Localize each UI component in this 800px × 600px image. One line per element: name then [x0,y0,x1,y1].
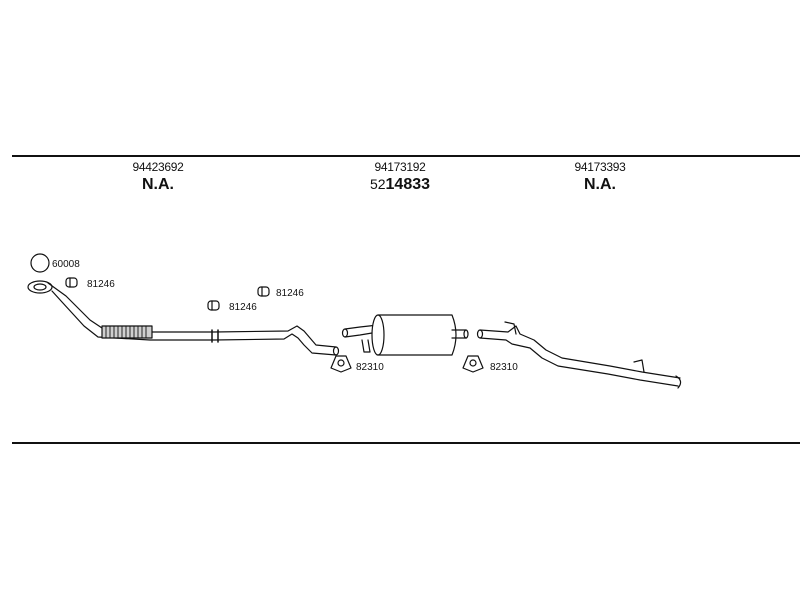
part-number: 94173192 [374,160,426,174]
rubber-mount-icon [462,355,484,373]
front-pipe [47,282,340,356]
label-clamp-1: 81246 [87,279,115,290]
bottom-divider [12,442,800,444]
column-front-pipe: 94423692 N.A. [68,160,248,194]
label-mount-1: 82310 [356,362,384,373]
label-clamp-2: 81246 [276,288,304,299]
tail-pipe [476,321,682,389]
clamp-icon [65,277,78,288]
part-number: 94173393 [574,160,626,174]
label-clamp-3: 81246 [229,302,257,313]
label-mount-2: 82310 [490,362,518,373]
part-reference: N.A. [142,176,174,193]
label-ring: 60008 [52,259,80,270]
muffler [341,314,469,356]
sealing-ring-icon [30,253,50,273]
clamp-icon [257,286,270,297]
front-pipe-flange-icon [27,280,53,294]
rubber-mount-icon [330,355,352,373]
part-reference: 5214833 [369,176,431,193]
column-muffler: 94173192 5214833 [310,160,490,194]
top-divider [12,155,800,157]
clamp-icon [207,300,220,311]
column-tail-pipe: 94173393 N.A. [510,160,690,194]
part-number: 94423692 [132,160,184,174]
part-reference: N.A. [584,176,616,193]
